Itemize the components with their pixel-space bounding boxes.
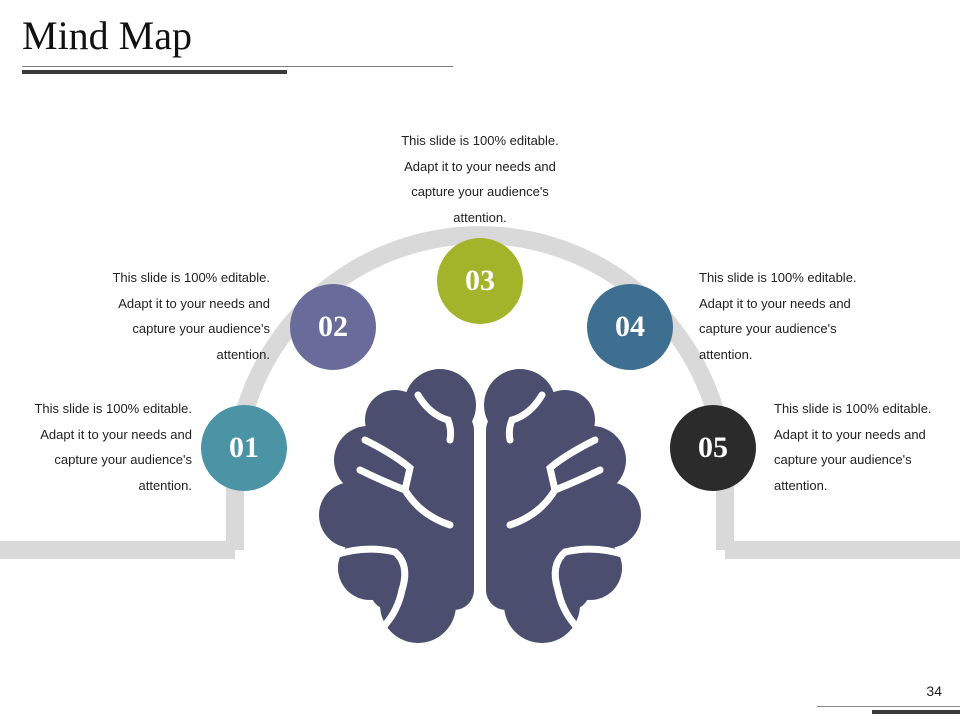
node-02-text: This slide is 100% editable. Adapt it to… [112, 270, 270, 362]
node-03-number: 03 [465, 264, 495, 297]
title-underline-thick [22, 70, 287, 74]
node-01[interactable]: 01 [201, 405, 287, 491]
footer-rule-thin [817, 706, 960, 707]
node-05-text: This slide is 100% editable. Adapt it to… [774, 401, 932, 493]
node-03-text: This slide is 100% editable. Adapt it to… [401, 133, 559, 225]
node-05-number: 05 [698, 431, 728, 464]
page-number: 34 [926, 683, 942, 699]
title-underline-thin [22, 66, 453, 67]
footer-rule-thick [872, 710, 960, 714]
node-04-text: This slide is 100% editable. Adapt it to… [699, 270, 857, 362]
node-05[interactable]: 05 [670, 405, 756, 491]
node-04[interactable]: 04 [587, 284, 673, 370]
node-02[interactable]: 02 [290, 284, 376, 370]
node-01-number: 01 [229, 431, 259, 464]
node-04-number: 04 [615, 310, 645, 343]
node-01-text: This slide is 100% editable. Adapt it to… [34, 401, 192, 493]
slide-title: Mind Map [22, 13, 192, 58]
node-03[interactable]: 03 [437, 238, 523, 324]
node-02-number: 02 [318, 310, 348, 343]
